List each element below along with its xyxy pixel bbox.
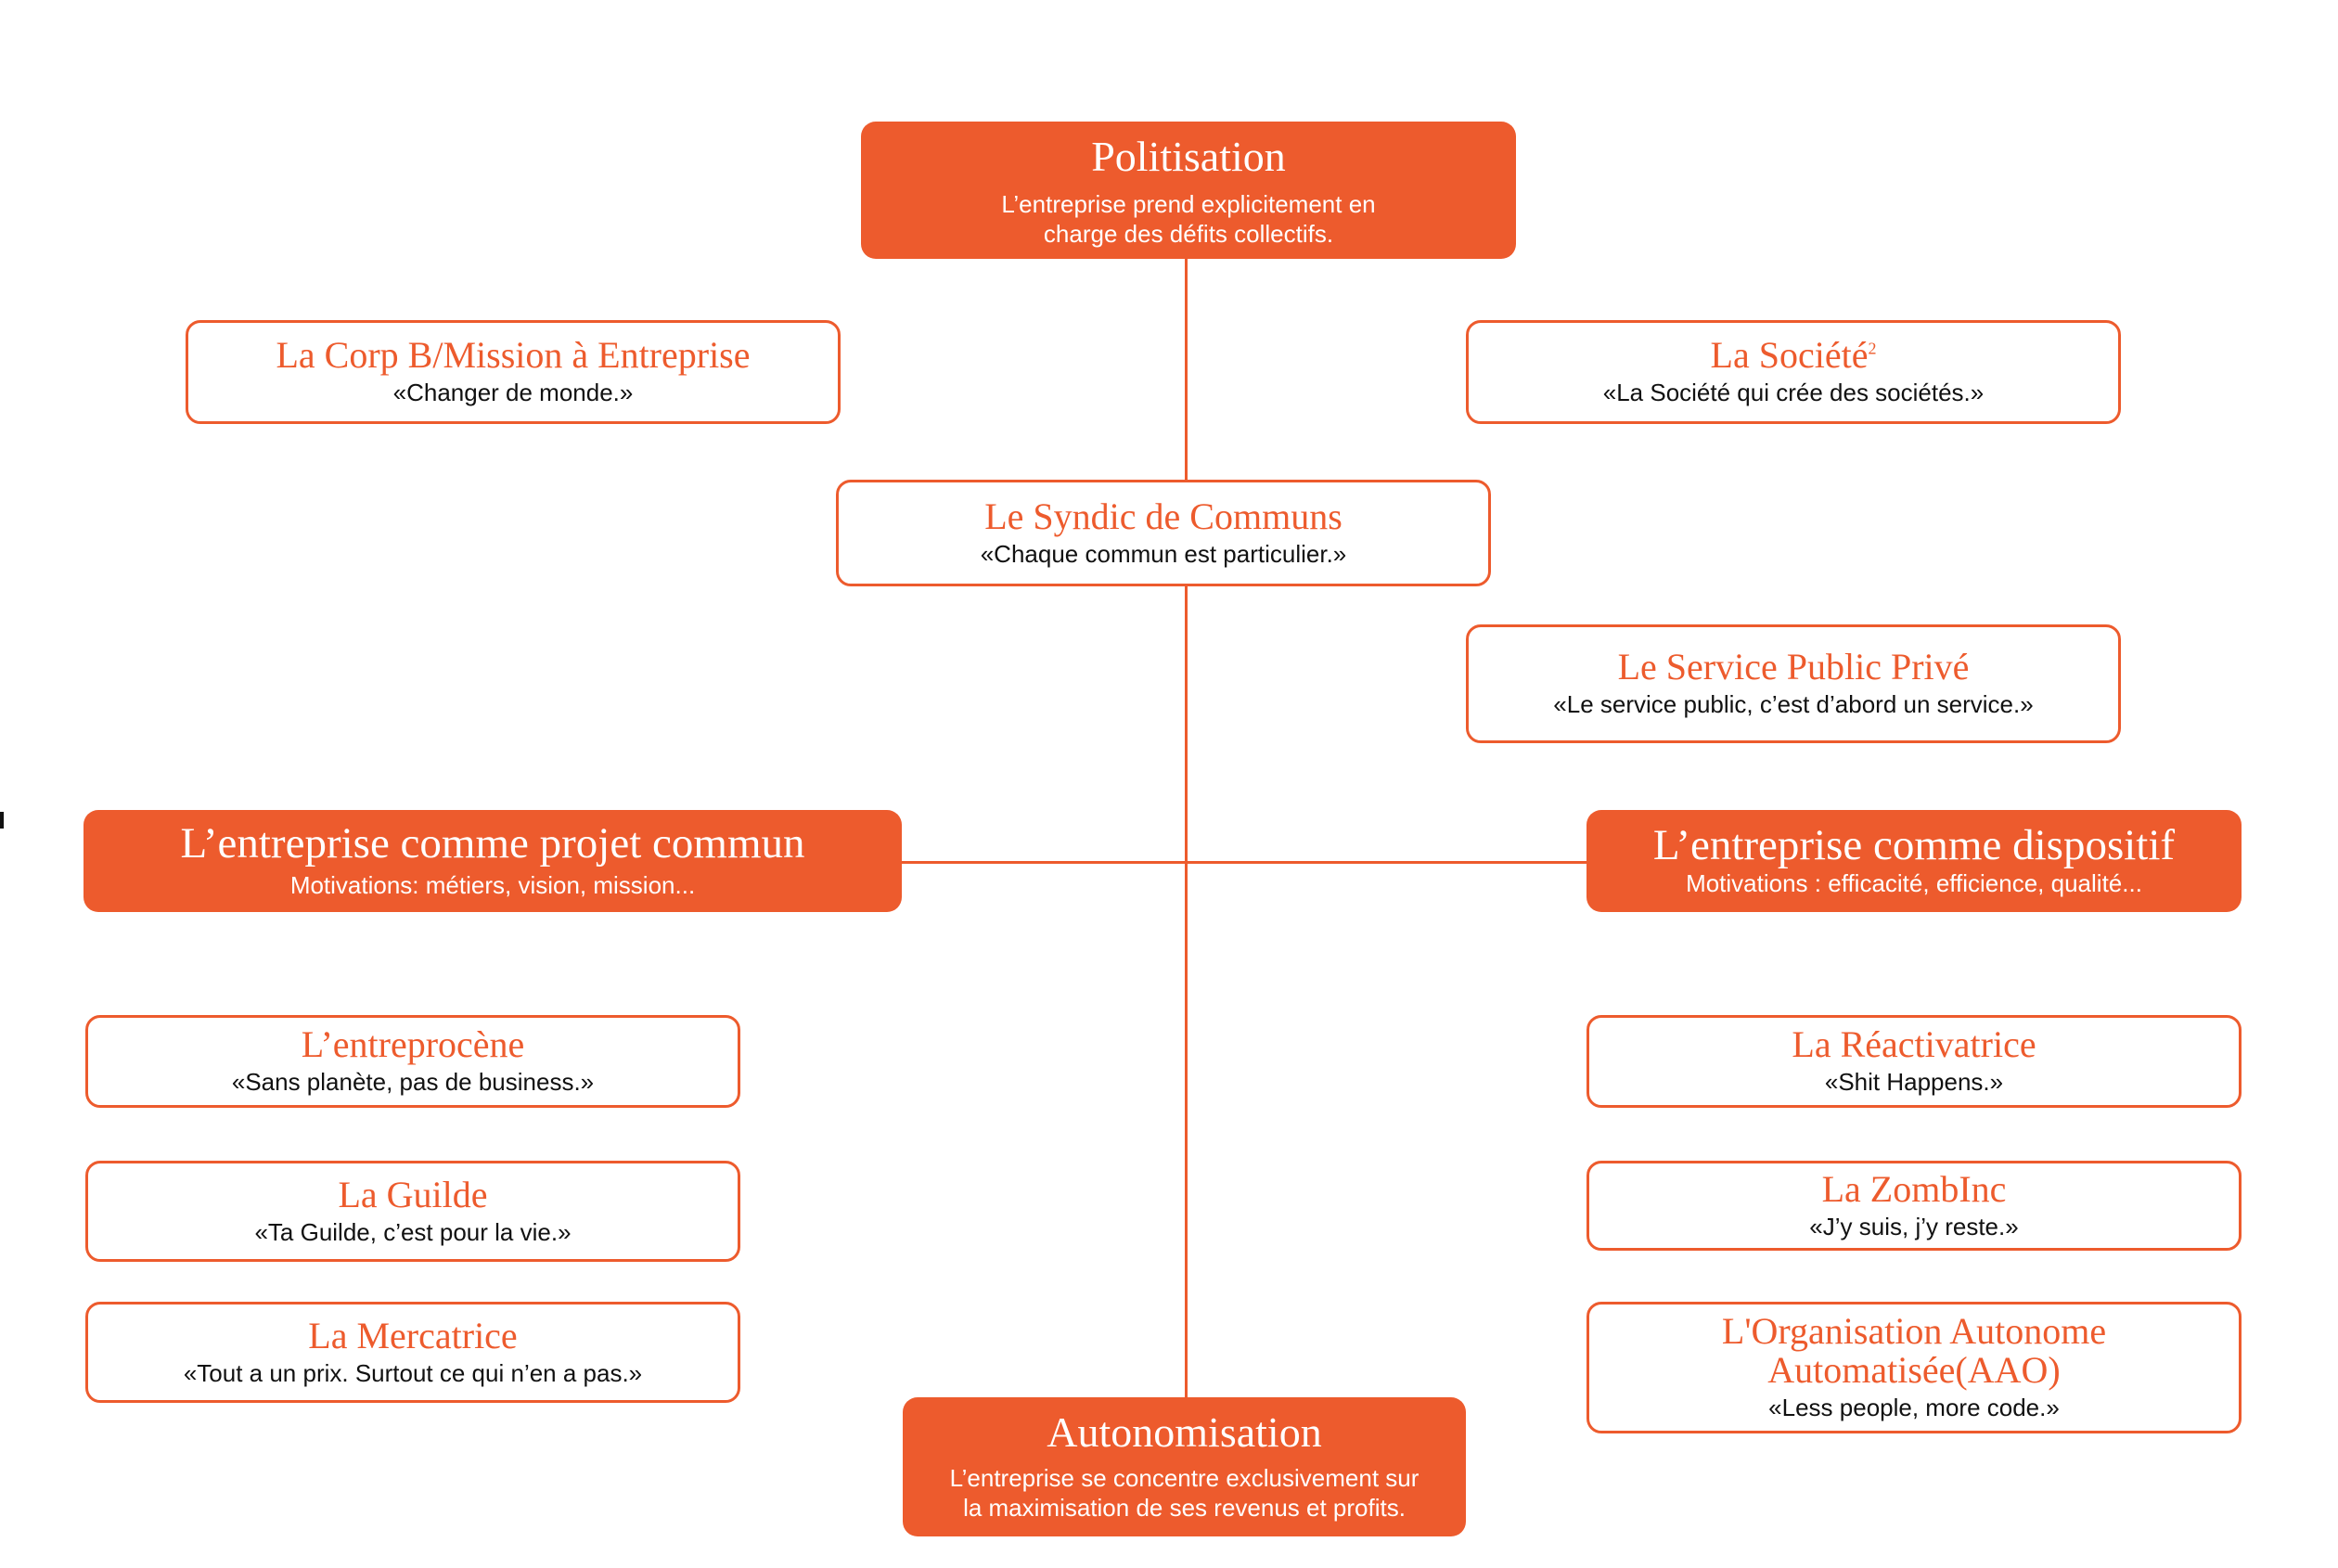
pole-autonomisation-description-line1: L’entreprise se concentre exclusivement …	[949, 1463, 1420, 1492]
archetype-aao-title-line1: L'Organisation Autonome	[1721, 1310, 2107, 1353]
archetype-guilde-quote: «Ta Guilde, c’est pour la vie.»	[254, 1217, 572, 1246]
archetype-service-public-quote: «Le service public, c’est d’abord un ser…	[1553, 690, 2034, 719]
archetype-mercatrice-title: La Mercatrice	[308, 1314, 518, 1356]
pole-politisation-description-line1: L’entreprise prend explicitement en	[1001, 189, 1376, 218]
archetype-syndic: Le Syndic de Communs «Chaque commun est …	[836, 480, 1491, 586]
horizontal-axis-line	[900, 861, 1588, 864]
pole-politisation-title: Politisation	[1091, 133, 1286, 181]
archetype-mercatrice-quote: «Tout a un prix. Surtout ce qui n’en a p…	[183, 1358, 643, 1387]
pole-politisation-description-line2: charge des défits collectifs.	[1043, 220, 1334, 249]
axis-right-motivations: Motivations : efficacité, efficience, qu…	[1686, 869, 2142, 898]
archetype-syndic-title: Le Syndic de Communs	[984, 495, 1342, 537]
archetype-aao-quote: «Less people, more code.»	[1768, 1394, 2060, 1422]
archetype-reactivatrice-title: La Réactivatrice	[1792, 1023, 2036, 1066]
archetype-societe-title: La Société	[1710, 334, 1869, 377]
axis-left-projet-commun: L’entreprise comme projet commun Motivat…	[84, 810, 902, 912]
archetype-societe-title-wrap: La Société2	[1711, 336, 1877, 375]
archetype-guilde: La Guilde «Ta Guilde, c’est pour la vie.…	[85, 1161, 740, 1262]
axis-right-title: L’entreprise comme dispositif	[1652, 821, 2176, 870]
archetype-guilde-title: La Guilde	[338, 1173, 488, 1215]
pole-autonomisation-description-line2: la maximisation de ses revenus et profit…	[963, 1494, 1406, 1523]
pole-autonomisation: Autonomisation L’entreprise se concentre…	[903, 1397, 1466, 1536]
archetype-corp-b: La Corp B/Mission à Entreprise «Changer …	[186, 320, 841, 424]
archetype-syndic-quote: «Chaque commun est particulier.»	[980, 539, 1347, 568]
pole-politisation: Politisation L’entreprise prend explicit…	[861, 122, 1516, 259]
archetype-societe-superscript: 2	[1868, 340, 1877, 359]
archetype-zombinc-quote: «J’y suis, j’y reste.»	[1809, 1212, 2019, 1240]
archetype-zombinc: La ZombInc «J’y suis, j’y reste.»	[1586, 1161, 2242, 1251]
vertical-axis-line	[1185, 255, 1188, 1401]
axis-left-title: L’entreprise comme projet commun	[180, 819, 805, 868]
archetype-reactivatrice-quote: «Shit Happens.»	[1824, 1068, 2004, 1097]
archetype-service-public: Le Service Public Privé «Le service publ…	[1466, 624, 2121, 743]
archetype-mercatrice: La Mercatrice «Tout a un prix. Surtout c…	[85, 1302, 740, 1403]
archetype-service-public-title: Le Service Public Privé	[1617, 646, 1970, 688]
pole-autonomisation-title: Autonomisation	[1047, 1408, 1322, 1457]
archetype-aao-title-line2: Automatisée(AAO)	[1767, 1349, 2061, 1392]
archetype-entreprocene: L’entreprocène «Sans planète, pas de bus…	[85, 1015, 740, 1108]
archetype-aao: L'Organisation Autonome Automatisée(AAO)…	[1586, 1302, 2242, 1433]
edge-mark	[0, 812, 4, 829]
axis-right-dispositif: L’entreprise comme dispositif Motivation…	[1586, 810, 2242, 912]
archetype-corp-b-quote: «Changer de monde.»	[392, 379, 634, 407]
archetype-zombinc-title: La ZombInc	[1821, 1167, 2007, 1210]
archetype-entreprocene-title: L’entreprocène	[301, 1023, 525, 1066]
archetype-societe-quote: «La Société qui crée des sociétés.»	[1602, 379, 1985, 407]
axis-left-motivations: Motivations: métiers, vision, mission...	[289, 871, 696, 900]
archetype-entreprocene-quote: «Sans planète, pas de business.»	[231, 1068, 595, 1097]
archetype-reactivatrice: La Réactivatrice «Shit Happens.»	[1586, 1015, 2242, 1108]
archetype-societe: La Société2 «La Société qui crée des soc…	[1466, 320, 2121, 424]
archetype-corp-b-title: La Corp B/Mission à Entreprise	[276, 334, 751, 377]
